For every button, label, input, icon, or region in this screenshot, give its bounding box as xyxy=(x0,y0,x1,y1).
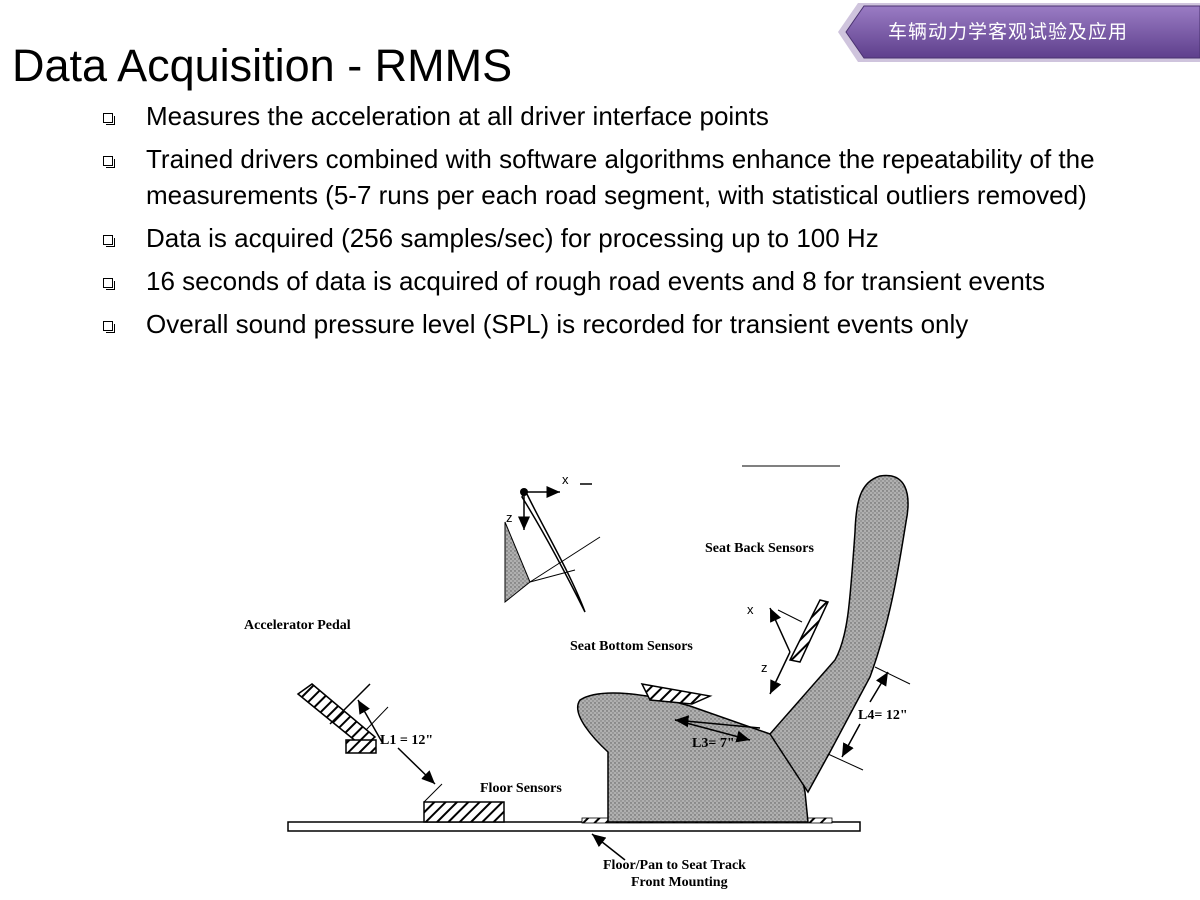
bullet-item: Measures the acceleration at all driver … xyxy=(100,98,1180,134)
sensor-diagram: x z x z Accelerator Pedal L1 = 12" Floor… xyxy=(230,462,930,900)
bullet-text: Overall sound pressure level (SPL) is re… xyxy=(146,309,969,339)
bullet-text: Data is acquired (256 samples/sec) for p… xyxy=(146,223,879,253)
header-banner: 车辆动力学客观试验及应用 xyxy=(836,0,1200,62)
bullet-item: Data is acquired (256 samples/sec) for p… xyxy=(100,220,1180,256)
page-title: Data Acquisition - RMMS xyxy=(12,40,513,91)
bullet-text: 16 seconds of data is acquired of rough … xyxy=(146,266,1046,296)
seat-bottom-sensors-label: Seat Bottom Sensors xyxy=(570,639,693,654)
checkbox-bullet-icon xyxy=(103,321,115,333)
checkbox-bullet-icon xyxy=(103,278,115,290)
bullet-item: Trained drivers combined with software a… xyxy=(100,141,1180,213)
seat-sensor-drawing xyxy=(287,465,911,861)
bullet-list: Measures the acceleration at all driver … xyxy=(100,98,1180,349)
l4-dimension-label: L4= 12" xyxy=(858,708,908,723)
axis-z-label: z xyxy=(761,660,768,675)
checkbox-bullet-icon xyxy=(103,235,115,247)
l3-dimension-label: L3= 7" xyxy=(692,736,735,751)
seat-back-sensors-label: Seat Back Sensors xyxy=(705,541,814,556)
axis-x-label: x xyxy=(562,472,569,487)
floor-sensors-label: Floor Sensors xyxy=(480,781,562,796)
bullet-text: Trained drivers combined with software a… xyxy=(146,144,1095,210)
bullet-item: Overall sound pressure level (SPL) is re… xyxy=(100,306,1180,342)
banner-title: 车辆动力学客观试验及应用 xyxy=(888,21,1129,43)
checkbox-bullet-icon xyxy=(103,156,115,168)
axis-x-label: x xyxy=(747,602,754,617)
l1-dimension-label: L1 = 12" xyxy=(380,733,434,748)
banner-arrow-shape xyxy=(838,3,1200,62)
bullet-text: Measures the acceleration at all driver … xyxy=(146,101,769,131)
bullet-item: 16 seconds of data is acquired of rough … xyxy=(100,263,1180,299)
front-mounting-label: Front Mounting xyxy=(631,875,728,890)
checkbox-bullet-icon xyxy=(103,113,115,125)
axis-z-label: z xyxy=(506,510,513,525)
accelerator-pedal-label: Accelerator Pedal xyxy=(244,618,351,633)
floor-pan-label: Floor/Pan to Seat Track xyxy=(603,858,746,873)
